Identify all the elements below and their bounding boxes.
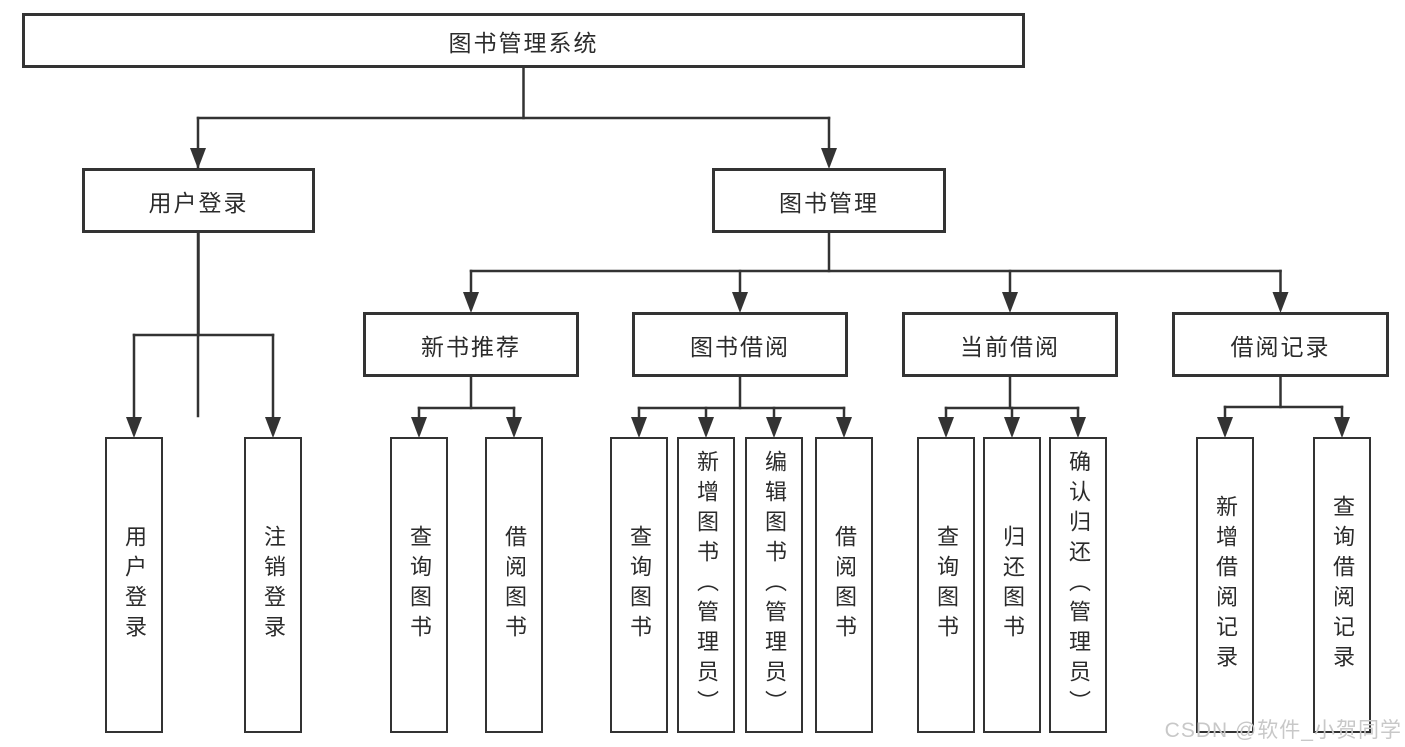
leaf-confirm-return-admin: 确认归还（管理员） xyxy=(1049,437,1107,733)
leaf-query-books-current-label: 查询图书 xyxy=(934,525,959,645)
leaf-query-books-borrow-label: 查询图书 xyxy=(627,525,652,645)
node-book-borrow-label: 图书借阅 xyxy=(690,333,790,360)
leaf-edit-books-admin: 编辑图书（管理员） xyxy=(745,437,803,733)
node-borrow-records-label: 借阅记录 xyxy=(1230,333,1331,360)
watermark: CSDN @软件_小贺同学 xyxy=(1164,719,1402,742)
leaf-query-borrow-record: 查询借阅记录 xyxy=(1313,437,1371,733)
node-book-management-label: 图书管理 xyxy=(779,189,879,216)
node-user-login: 用户登录 xyxy=(82,168,315,233)
leaf-add-books-admin: 新增图书（管理员） xyxy=(677,437,735,733)
leaf-edit-books-admin-label: 编辑图书（管理员） xyxy=(762,450,787,720)
connector-book-management xyxy=(463,231,1289,313)
node-book-management: 图书管理 xyxy=(712,168,946,233)
leaf-user-login-label: 用户登录 xyxy=(122,525,147,645)
connector-borrow-records xyxy=(1217,375,1350,438)
node-user-login-label: 用户登录 xyxy=(148,189,249,216)
node-current-borrow: 当前借阅 xyxy=(902,312,1118,377)
leaf-borrow-books-recommend: 借阅图书 xyxy=(485,437,543,733)
connector-user-login xyxy=(126,231,281,438)
leaf-query-books-recommend: 查询图书 xyxy=(390,437,448,733)
node-root-label: 图书管理系统 xyxy=(448,29,599,56)
node-borrow-records: 借阅记录 xyxy=(1172,312,1389,377)
node-new-book-recommend: 新书推荐 xyxy=(363,312,579,377)
leaf-user-login: 用户登录 xyxy=(105,437,163,733)
connector-current-borrow xyxy=(938,375,1086,438)
leaf-borrow-books-label: 借阅图书 xyxy=(832,525,857,645)
leaf-borrow-books-recommend-label: 借阅图书 xyxy=(502,525,527,645)
leaf-confirm-return-admin-label: 确认归还（管理员） xyxy=(1066,450,1091,720)
node-book-borrow: 图书借阅 xyxy=(632,312,848,377)
node-current-borrow-label: 当前借阅 xyxy=(960,333,1060,360)
node-new-book-recommend-label: 新书推荐 xyxy=(421,333,521,360)
node-root: 图书管理系统 xyxy=(22,13,1025,68)
leaf-add-books-admin-label: 新增图书（管理员） xyxy=(694,450,719,720)
leaf-return-books: 归还图书 xyxy=(983,437,1041,733)
leaf-add-borrow-record: 新增借阅记录 xyxy=(1196,437,1254,733)
leaf-return-books-label: 归还图书 xyxy=(1000,525,1025,645)
leaf-query-books-current: 查询图书 xyxy=(917,437,975,733)
leaf-logout: 注销登录 xyxy=(244,437,302,733)
connector-new-book-recommend xyxy=(411,375,522,438)
leaf-add-borrow-record-label: 新增借阅记录 xyxy=(1213,495,1238,675)
leaf-query-books-borrow: 查询图书 xyxy=(610,437,668,733)
leaf-borrow-books: 借阅图书 xyxy=(815,437,873,733)
leaf-logout-label: 注销登录 xyxy=(261,525,286,645)
leaf-query-borrow-record-label: 查询借阅记录 xyxy=(1330,495,1355,675)
leaf-query-books-recommend-label: 查询图书 xyxy=(407,525,432,645)
connector-book-borrow xyxy=(631,375,852,438)
